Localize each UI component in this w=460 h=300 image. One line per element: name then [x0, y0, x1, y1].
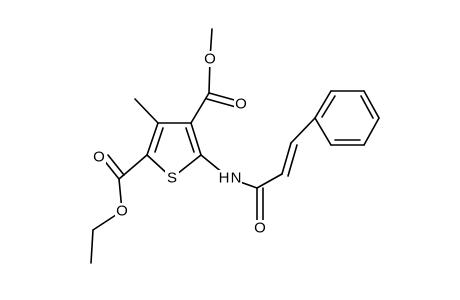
mask-amide-carbonyl-oxygen [253, 220, 267, 236]
atom-ethyl-ester-ether-oxygen: O [116, 203, 128, 220]
mask-ethyl-ester-ether-oxygen [115, 203, 129, 219]
bond-ph-ortho2-ipso [314, 117, 332, 146]
bond-c2-c3-inner [154, 127, 164, 153]
atom-amide-nitrogen: N [231, 170, 242, 187]
atom-amide-hydrogen: H [219, 170, 230, 187]
bond-beta-ipso [290, 117, 316, 144]
mask-amide-nh [218, 170, 242, 187]
bond-c3-methyl [134, 98, 159, 124]
bond-ph-para-meta2 [363, 117, 380, 146]
bond-ph-meta-para [363, 90, 380, 119]
bond-ch2-ch3 [90, 229, 94, 264]
bond-c2-c3 [146, 122, 159, 156]
mask-methyl-ester-ether-oxygen [203, 51, 217, 67]
bond-ester-carbonyl [208, 92, 239, 102]
atom-amide-carbonyl-oxygen: O [254, 220, 266, 237]
bond-c4-c5 [190, 122, 202, 156]
bond-c4-ester-carbon [190, 92, 210, 124]
bond-ph-ipso-ortho [314, 90, 332, 119]
bond-ester-carbonyl-double [206, 98, 237, 108]
bond-alpha-beta [281, 142, 292, 175]
bond-c4-c5-inner [185, 127, 195, 153]
bond-alpha-beta-double [287, 144, 298, 177]
atom-methyl-ester-ether-oxygen: O [204, 51, 216, 68]
bond-ph-ipso-ortho-inner [321, 95, 336, 118]
atom-ethyl-ester-carbonyl-oxygen: O [93, 149, 105, 166]
bond-c2-ester-carbon [118, 154, 148, 180]
mask-ethyl-ester-carbonyl-oxygen [92, 149, 106, 165]
bond-ethyl-ester-carbonyl-double [107, 154, 125, 176]
bond-layer [90, 28, 380, 264]
bond-ph-meta-para-inner [360, 95, 374, 119]
mask-methyl-ester-carbonyl-oxygen [234, 96, 248, 112]
atom-label-layer: S H N O O O O O [92, 51, 267, 237]
mask-ring-sulfur [165, 170, 179, 187]
bond-carbonyl-alpha [256, 173, 283, 189]
atom-methyl-ester-carbonyl-oxygen: O [235, 96, 247, 113]
atom-ring-sulfur: S [167, 170, 177, 187]
